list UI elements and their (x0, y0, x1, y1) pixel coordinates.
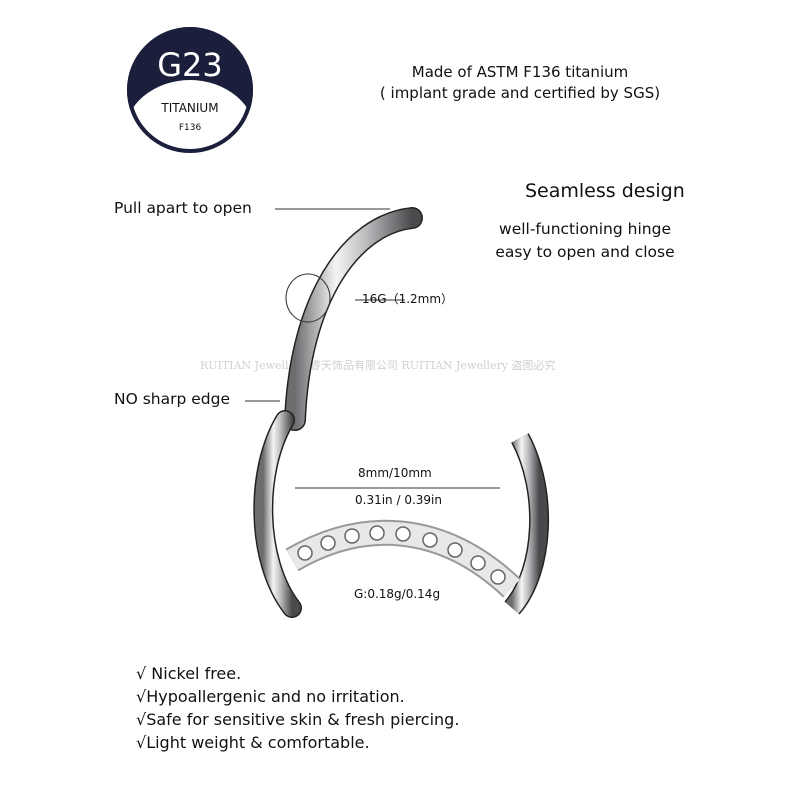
design-title: Seamless design (525, 180, 685, 202)
dimension-inch: 0.31in / 0.39in (355, 493, 442, 507)
feature-item: √ Nickel free. (136, 664, 242, 683)
badge-material: TITANIUM (160, 101, 218, 115)
weight: G:0.18g/0.14g (354, 587, 441, 601)
crystal-stones (297, 525, 506, 585)
feature-item: √Safe for sensitive skin & fresh piercin… (136, 710, 460, 729)
dimension-mm: 8mm/10mm (358, 466, 432, 480)
material-info: Made of ASTM F136 titanium ( implant gra… (360, 62, 680, 104)
g23-titanium-badge: G23 TITANIUM F136 (127, 27, 253, 153)
badge-grade: G23 (157, 46, 223, 84)
callout-no-sharp-edge: NO sharp edge (114, 390, 231, 408)
callout-pull-apart: Pull apart to open (114, 199, 252, 217)
watermark: RUITIAN Jewellery 睿天饰品有限公司 RUITIAN Jewel… (200, 359, 556, 372)
design-line-2: easy to open and close (495, 243, 675, 261)
design-line-1: well-functioning hinge (499, 220, 671, 238)
design-details: well-functioning hinge easy to open and … (480, 218, 690, 264)
feature-item: √Light weight & comfortable. (136, 733, 370, 752)
callout-gauge: 16G（1.2mm） (362, 292, 454, 306)
feature-list: √ Nickel free. √Hypoallergenic and no ir… (136, 662, 459, 754)
material-line-1: Made of ASTM F136 titanium (411, 63, 629, 81)
badge-standard: F136 (179, 123, 202, 133)
material-line-2: ( implant grade and certified by SGS) (379, 84, 661, 102)
feature-item: √Hypoallergenic and no irritation. (136, 687, 405, 706)
